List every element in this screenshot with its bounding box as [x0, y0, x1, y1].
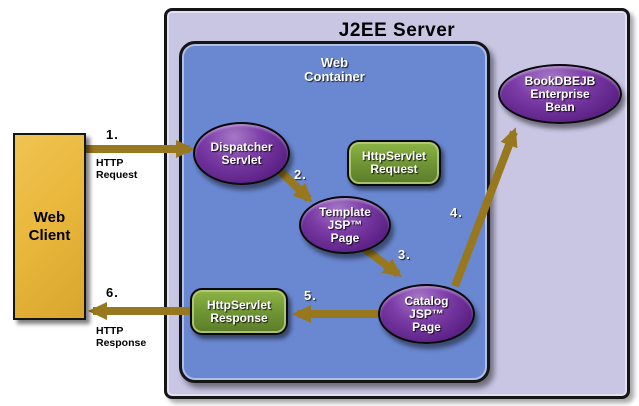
template-jsp-page-node: Template JSP™ Page: [299, 196, 391, 254]
dispatcher-servlet-node: Dispatcher Servlet: [193, 122, 290, 185]
http-request-caption-line2: Request: [96, 168, 138, 181]
httpservlet-request-object: HttpServlet Request: [347, 140, 441, 186]
bean-label-line3: Bean: [545, 99, 575, 114]
httpservlet-request-label: HttpServlet Request: [362, 150, 426, 176]
catalog-label-line3: Page: [412, 319, 441, 334]
step-1-label: 1.: [106, 127, 119, 142]
httpservlet-response-label: HttpServlet Response: [206, 297, 271, 325]
response-label-line1: HttpServlet: [206, 297, 271, 312]
j2ee-server-title: J2EE Server: [338, 20, 456, 41]
request-label-line2: Request: [370, 162, 418, 176]
bean-label-line1: BookDBEJB: [524, 73, 596, 88]
web-container-title-line1: Web: [320, 55, 349, 70]
http-response-caption: HTTP Response: [96, 325, 147, 349]
dispatcher-label-line1: Dispatcher: [210, 139, 273, 154]
catalog-jsp-page-node: Catalog JSP™ Page: [378, 284, 475, 344]
step-2-label: 2.: [294, 167, 307, 182]
http-request-caption: HTTP Request: [96, 157, 138, 181]
template-label-line2: JSP™: [327, 217, 363, 232]
step-6-label: 6.: [106, 285, 119, 300]
web-client-label-line2: Client: [28, 226, 71, 244]
step-3-label: 3.: [398, 247, 411, 262]
step-5-label: 5.: [304, 288, 317, 303]
template-jsp-page-label: Template JSP™ Page: [319, 204, 371, 245]
dispatcher-label-line2: Servlet: [221, 152, 262, 167]
catalog-jsp-page-label: Catalog JSP™ Page: [404, 293, 449, 334]
web-container-title: Web Container: [182, 56, 487, 84]
httpservlet-response-object: HttpServlet Response: [190, 288, 288, 335]
http-request-caption-line1: HTTP: [96, 157, 124, 169]
bean-label-line2: Enterprise: [530, 86, 590, 101]
template-label-line3: Page: [330, 230, 360, 245]
request-label-line1: HttpServlet: [361, 149, 426, 163]
bookdbejb-enterprise-bean-label: BookDBEJB Enterprise Bean: [524, 73, 596, 114]
template-label-line1: Template: [319, 204, 371, 219]
web-client-label-line1: Web: [33, 208, 66, 226]
http-response-caption-line1: HTTP: [96, 325, 124, 337]
bookdbejb-enterprise-bean-node: BookDBEJB Enterprise Bean: [498, 64, 622, 124]
http-response-caption-line2: Response: [96, 336, 147, 349]
web-container-title-line2: Container: [304, 69, 365, 84]
catalog-label-line1: Catalog: [404, 293, 449, 308]
catalog-label-line2: JSP™: [409, 306, 444, 321]
web-client-label: Web Client: [29, 209, 71, 245]
step-4-label: 4.: [450, 205, 463, 220]
web-client-box: Web Client: [13, 133, 86, 320]
response-label-line2: Response: [210, 310, 268, 325]
dispatcher-servlet-label: Dispatcher Servlet: [210, 139, 273, 167]
